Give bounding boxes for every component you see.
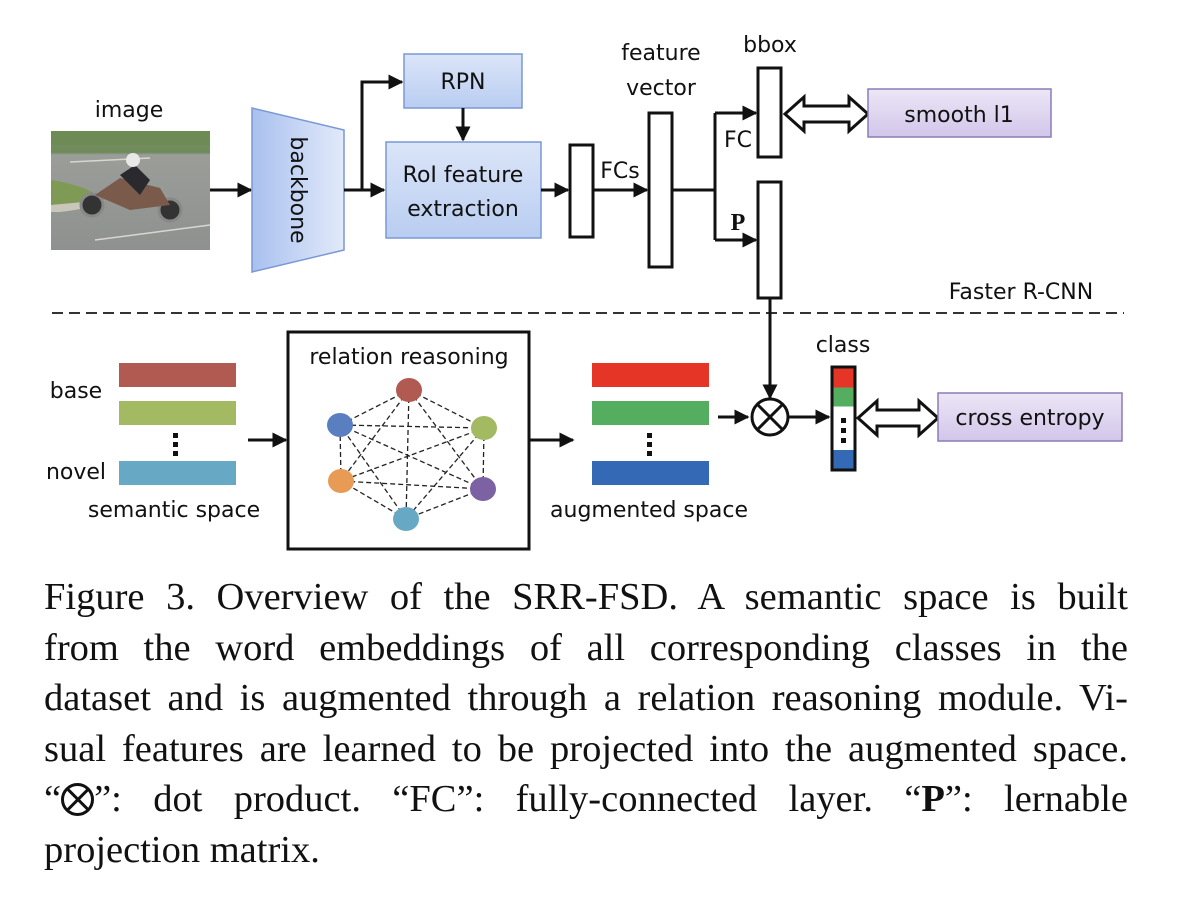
- smooth-l1-loss-box: smooth l1: [867, 88, 1052, 138]
- dot-product-symbol-icon: [61, 783, 95, 816]
- class-node: [396, 378, 422, 402]
- relation-edge: [405, 427, 485, 520]
- p-projection-bar: [756, 180, 783, 300]
- semantic-embedding-base-2: [119, 401, 236, 425]
- relation-edge: [340, 389, 410, 482]
- class-node: [328, 469, 354, 493]
- double-arrow-class-cross-entropy: [855, 397, 941, 439]
- roi-label-line1: RoI feature: [403, 163, 524, 188]
- bbox-label: bbox: [743, 33, 797, 58]
- caption-open-quote: “: [44, 778, 62, 820]
- image-label: image: [95, 98, 164, 123]
- augmented-embedding-1: [592, 363, 709, 387]
- backbone-block: backbone: [251, 107, 345, 273]
- relation-graph-edges: [339, 389, 485, 520]
- fcs-label: FCs: [600, 159, 639, 184]
- caption-legend-text: ”: dot product. “FC”: fully-connected la…: [94, 778, 922, 820]
- roi-feature-extraction-block: RoI feature extraction: [385, 141, 542, 239]
- rpn-block: RPN: [403, 53, 523, 109]
- semantic-embedding-novel: [119, 461, 236, 485]
- backbone-label: backbone: [285, 136, 310, 243]
- cross-entropy-loss-box: cross entropy: [937, 392, 1123, 442]
- augmented-embedding-3: [592, 461, 709, 485]
- figure-caption: Figure 3. Overview of the SRR-FSD. A sem…: [44, 572, 1128, 875]
- faster-rcnn-label: Faster R-CNN: [949, 280, 1093, 305]
- caption-line-6: projection matrix.: [44, 828, 320, 871]
- arrow-backbone-to-rpn: [344, 74, 404, 192]
- relation-reasoning-module: relation reasoning: [286, 330, 531, 551]
- relation-edge: [408, 389, 484, 490]
- cross-entropy-label: cross entropy: [955, 406, 1104, 431]
- bbox-bar: [756, 66, 783, 159]
- relation-edge: [405, 488, 484, 520]
- double-arrow-bbox-smooth-l1: [782, 93, 871, 135]
- caption-line-1: Figure 3. Overview of the SRR-FSD. A sem…: [44, 576, 1128, 618]
- semantic-ellipsis: [173, 433, 178, 456]
- dot-product-icon: [750, 397, 790, 437]
- augmented-space-label: augmented space: [550, 498, 748, 523]
- class-label: class: [816, 333, 871, 358]
- relation-edge: [339, 424, 484, 490]
- class-node: [327, 413, 353, 437]
- feature-vector-label-line1: feature: [621, 41, 700, 66]
- relation-graph-nodes: [327, 378, 497, 531]
- augmented-embedding-2: [592, 401, 709, 425]
- relation-edge: [408, 389, 485, 429]
- semantic-embedding-base-1: [119, 363, 236, 387]
- caption-line-5: “ ”: dot product. “FC”: fully-connected l…: [44, 774, 1128, 825]
- relation-reasoning-label: relation reasoning: [309, 345, 508, 370]
- relation-edge: [339, 424, 407, 520]
- p-label: P: [731, 210, 746, 236]
- rpn-label: RPN: [440, 70, 485, 95]
- pooled-feature-bar: [568, 143, 595, 239]
- class-node: [471, 416, 497, 440]
- relation-edge: [340, 427, 485, 482]
- caption-line-4: sual features are learned to be projecte…: [44, 727, 1128, 770]
- relation-edge: [339, 389, 410, 426]
- motorcycle-rider: [79, 153, 183, 223]
- relation-edge: [339, 424, 485, 429]
- caption-legend-end: ”: lernable: [944, 778, 1128, 820]
- smooth-l1-label: smooth l1: [904, 103, 1013, 128]
- class-score-vector: [830, 365, 857, 472]
- class-node: [393, 507, 419, 531]
- roi-label-line2: extraction: [407, 197, 519, 222]
- augmented-ellipsis: [647, 433, 652, 456]
- novel-label: novel: [46, 460, 106, 485]
- fc-label: FC: [724, 128, 752, 153]
- base-label: base: [50, 379, 102, 404]
- caption-line-3: dataset and is augmented through a relat…: [44, 677, 1128, 719]
- srr-fsd-diagram: image backbone RPN RoI feature extractio…: [46, 33, 1124, 551]
- caption-p-symbol: P: [921, 778, 945, 820]
- branch-line: [672, 113, 717, 240]
- semantic-space-label: semantic space: [88, 498, 260, 523]
- caption-line-2: from the word embeddings of all correspo…: [44, 626, 1128, 669]
- feature-vector-label-line2: vector: [626, 76, 697, 101]
- input-photo: [51, 131, 211, 250]
- class-node: [470, 477, 496, 501]
- feature-vector-bar: [647, 111, 674, 269]
